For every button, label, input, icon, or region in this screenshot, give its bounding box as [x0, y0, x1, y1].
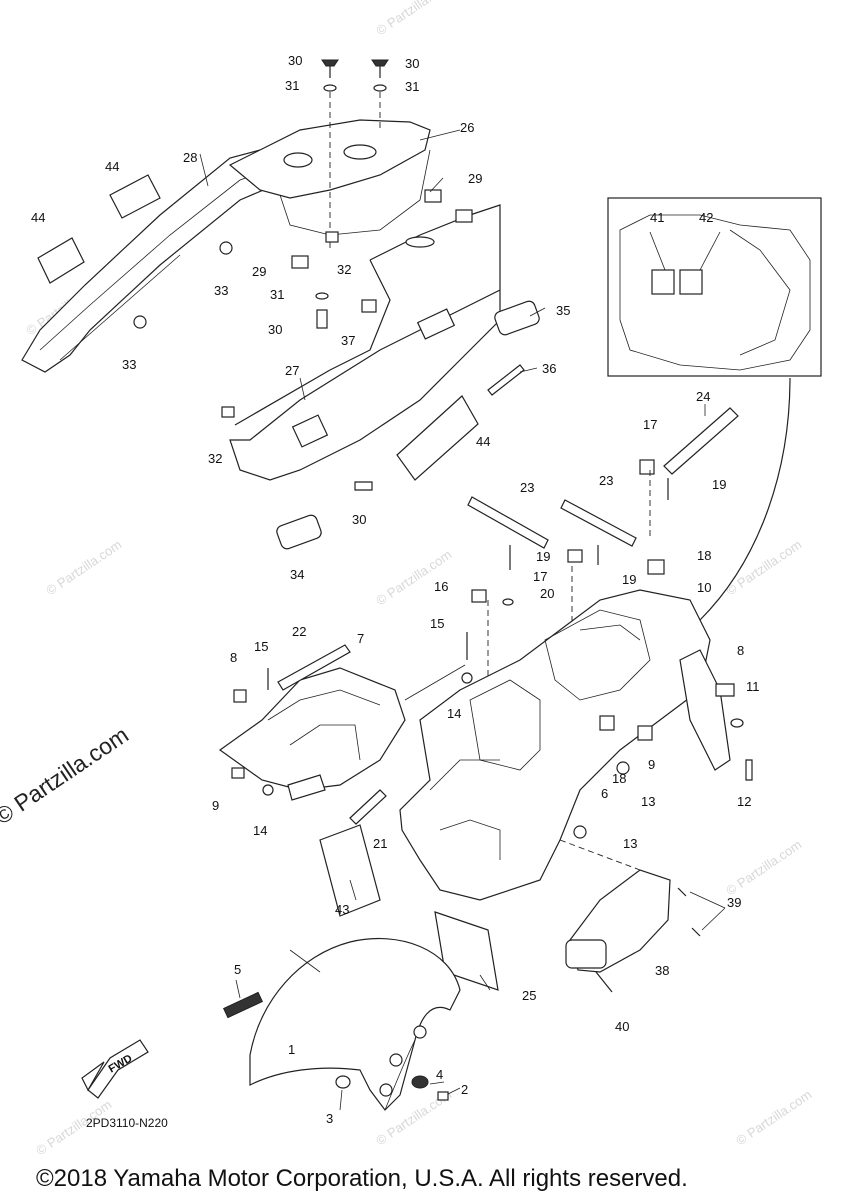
part-label: 8: [737, 643, 745, 658]
part-label: 43: [335, 902, 350, 917]
part-label: 21: [373, 836, 388, 851]
part-label: 31: [405, 79, 420, 94]
part-label: 17: [533, 569, 548, 584]
part-label: 11: [746, 679, 760, 694]
part-label: 7: [357, 631, 365, 646]
part-label: 17: [643, 417, 658, 432]
part-label: 15: [430, 616, 445, 631]
part-label: 31: [285, 78, 300, 93]
part-label: 1: [288, 1042, 296, 1057]
part-label: 18: [697, 548, 712, 563]
part-label: 44: [105, 159, 120, 174]
part-label: 44: [31, 210, 46, 225]
part-label: 31: [270, 287, 285, 302]
part-label: 30: [405, 56, 420, 71]
part-label: 20: [540, 586, 555, 601]
part-label: 8: [230, 650, 238, 665]
part-label: 33: [214, 283, 229, 298]
part-label: 23: [520, 480, 535, 495]
part-label: 34: [290, 567, 305, 582]
part-label: 29: [252, 264, 267, 279]
part-label: 19: [712, 477, 727, 492]
part-label: 36: [542, 361, 557, 376]
part-label: 4: [436, 1067, 444, 1082]
part-label: 28: [183, 150, 198, 165]
part-label: 13: [641, 794, 656, 809]
part-label: 26: [460, 120, 475, 135]
part-label: 23: [599, 473, 614, 488]
part-label: 29: [468, 171, 483, 186]
part-label: 25: [522, 988, 537, 1003]
copyright-notice: ©2018 Yamaha Motor Corporation, U.S.A. A…: [36, 1165, 688, 1192]
part-label: 42: [699, 210, 714, 225]
part-label: 10: [697, 580, 712, 595]
part-label: 2: [461, 1082, 469, 1097]
part-label: 40: [615, 1019, 630, 1034]
part-label: 37: [341, 333, 356, 348]
part-label: 14: [253, 823, 268, 838]
part-label: 19: [536, 549, 551, 564]
diagram-code: 2PD3110-N220: [86, 1116, 168, 1130]
part-label: 33: [122, 357, 137, 372]
part-label: 39: [727, 895, 742, 910]
part-label: 9: [212, 798, 220, 813]
part-label: 12: [737, 794, 752, 809]
part-label: 27: [285, 363, 300, 378]
part-label: 3: [326, 1111, 334, 1126]
part-label: 13: [623, 836, 638, 851]
part-label: 30: [288, 53, 303, 68]
part-label: 19: [622, 572, 637, 587]
part-label: 41: [650, 210, 665, 225]
part-label: 38: [655, 963, 670, 978]
part-label: 16: [434, 579, 449, 594]
part-label: 18: [612, 771, 627, 786]
part-label: 32: [208, 451, 223, 466]
part-label: 32: [337, 262, 352, 277]
part-label: 35: [556, 303, 571, 318]
part-label: 22: [292, 624, 307, 639]
part-label: 30: [352, 512, 367, 527]
part-label: 6: [601, 786, 609, 801]
part-label: 14: [447, 706, 462, 721]
part-label: 15: [254, 639, 269, 654]
part-label: 24: [696, 389, 711, 404]
part-label: 5: [234, 962, 242, 977]
part-label: 30: [268, 322, 283, 337]
part-label: 44: [476, 434, 491, 449]
part-label: 9: [648, 757, 656, 772]
